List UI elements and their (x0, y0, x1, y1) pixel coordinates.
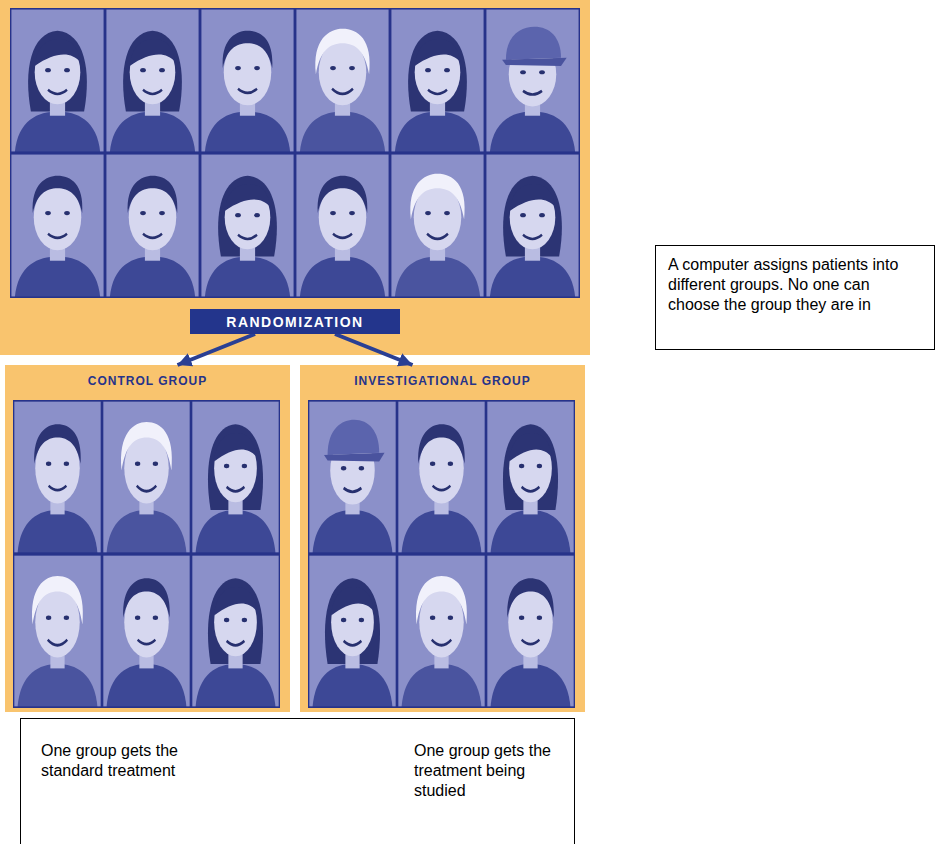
face-photo (200, 153, 295, 298)
face-photo (308, 400, 397, 554)
top-panel (0, 0, 590, 355)
face-photo (102, 554, 191, 708)
face-photo (295, 153, 390, 298)
face-photo (295, 8, 390, 153)
face-photo (105, 153, 200, 298)
group-panel: CONTROL GROUP (5, 365, 290, 400)
face-photo (13, 554, 102, 708)
face-photo (13, 400, 102, 554)
face-photo (397, 554, 486, 708)
face-photo (486, 400, 575, 554)
face-photo (308, 554, 397, 708)
note-text: One group gets the standard treatment (41, 741, 216, 781)
face-photo (200, 8, 295, 153)
group-heading: INVESTIGATIONAL GROUP (300, 365, 585, 388)
face-photo (486, 554, 575, 708)
face-photo (10, 8, 105, 153)
control-face-grid (13, 400, 280, 708)
face-photo (485, 8, 580, 153)
face-photo (485, 153, 580, 298)
note-text: One group gets the treatment being studi… (414, 741, 554, 801)
arrow-connector (335, 334, 413, 365)
face-photo (10, 153, 105, 298)
face-photo (390, 8, 485, 153)
control-panel (5, 365, 290, 712)
face-photo (390, 153, 485, 298)
callout-box: A computer assigns patients into differe… (655, 245, 935, 350)
investigational-face-grid (308, 400, 575, 708)
face-photo (105, 8, 200, 153)
face-photo (191, 400, 280, 554)
randomization-bar: RANDOMIZATION (190, 309, 400, 334)
step-label: RANDOMIZATION (226, 314, 363, 330)
group-heading: CONTROL GROUP (5, 365, 290, 388)
arrow-connector (178, 334, 256, 365)
group-panel: INVESTIGATIONAL GROUP (300, 365, 585, 400)
note-box: One group gets the standard treatment One… (20, 718, 575, 844)
face-photo (191, 554, 280, 708)
callout-text: A computer assigns patients into differe… (668, 255, 922, 315)
face-photo (102, 400, 191, 554)
investigational-panel (300, 365, 585, 712)
top-face-grid (10, 8, 580, 298)
face-photo (397, 400, 486, 554)
